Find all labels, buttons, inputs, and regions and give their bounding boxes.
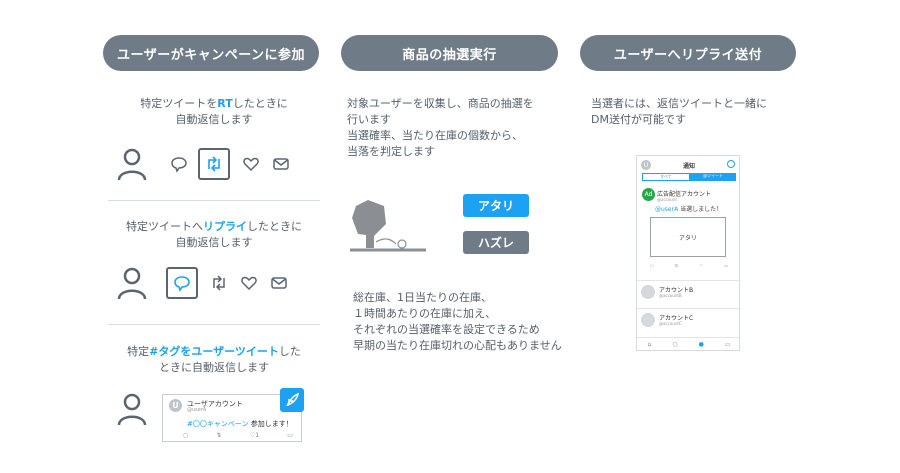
- win-badge: アタリ: [463, 194, 529, 217]
- campaign-title: ユーザーがキャンペーンに参加: [103, 35, 319, 71]
- phone-tabs: すべて @ツイート: [642, 173, 736, 181]
- tweet-text: #〇〇キャンペーン 参加します！: [187, 420, 293, 428]
- notification-icon[interactable]: ●: [698, 341, 704, 348]
- phone-bottom-nav: ⌂ ○ ● ▭: [637, 337, 741, 351]
- avatar: U: [169, 399, 182, 412]
- feather-quill-icon: [286, 392, 300, 407]
- mail-icon: [273, 158, 289, 170]
- retweet-icon: [213, 275, 225, 291]
- rt-icon-row: [116, 147, 290, 181]
- reply-button[interactable]: [166, 267, 198, 299]
- lottery-description: 対象ユーザーを収集し、商品の抽選を 行います 当選確率、当たり在庫の個数から、 …: [347, 97, 534, 158]
- reply-description: 特定ツイートへリプライしたときに 自動返信します: [126, 220, 302, 249]
- rt-description: 特定ツイートをRTしたときに 自動返信します: [140, 97, 288, 126]
- tweet-user-handle: @userA: [187, 407, 207, 413]
- retweet-icon: [208, 156, 220, 172]
- user-icon: [117, 267, 147, 300]
- tweet-actions: ○ ⇅ ♡1 ▭: [183, 432, 293, 439]
- user-icon: [117, 393, 147, 426]
- reply-icon: [171, 157, 187, 173]
- message-icon[interactable]: ▭: [724, 341, 731, 348]
- reply-icon[interactable]: ○: [650, 263, 654, 268]
- account-handle: @accountB: [659, 293, 682, 298]
- avatar: [641, 313, 655, 327]
- notice-account-name: 広告配信アカウント: [657, 191, 712, 198]
- account-name: アカウントC: [659, 315, 694, 322]
- tweet-card: U ユーザアカウント @userA #〇〇キャンペーン 参加します！ ○ ⇅ ♡…: [162, 394, 302, 442]
- avatar: U: [641, 160, 651, 170]
- ad-avatar: Ad: [642, 188, 655, 201]
- result-media: アタリ: [650, 217, 726, 257]
- heart-icon: [243, 157, 259, 172]
- notice-account-handle: @account: [657, 197, 677, 202]
- search-icon[interactable]: ○: [672, 341, 678, 348]
- reply-icon-row: [116, 266, 288, 300]
- heart-icon: [241, 276, 257, 291]
- share-icon[interactable]: ▭: [287, 432, 293, 439]
- reply-send-description: 当選者には、返信ツイートと一緒に DM送付が可能です: [591, 97, 767, 126]
- hashtag-description: 特定#タグをユーザーツイートした ときに自動返信します: [127, 345, 301, 374]
- notice-actions: ○ ⇅ ♡ ▭: [650, 263, 728, 268]
- like-icon[interactable]: ♡1: [249, 432, 260, 439]
- retweet-icon[interactable]: ⇅: [674, 263, 679, 268]
- share-icon[interactable]: ▭: [724, 263, 728, 268]
- divider: [108, 324, 320, 325]
- retweet-button[interactable]: [198, 148, 230, 180]
- phone-header-title: 通知: [682, 163, 695, 170]
- avatar: [641, 285, 655, 299]
- mention-text: @userA 当選しました！: [655, 206, 723, 213]
- reply-icon[interactable]: ○: [183, 432, 189, 439]
- user-icon: [117, 148, 147, 181]
- settings-icon[interactable]: [727, 160, 735, 168]
- phone-mockup: U 通知 すべて @ツイート Ad 広告配信アカウント @account @us…: [636, 155, 741, 351]
- account-handle: @accountC: [659, 321, 682, 326]
- tweet-user-name: ユーザアカウント: [187, 400, 243, 408]
- tab-all[interactable]: すべて: [642, 173, 690, 181]
- reply-send-title: ユーザーへリプライ送付: [580, 35, 796, 71]
- home-icon[interactable]: ⌂: [647, 341, 652, 348]
- lottery-machine-icon: [350, 200, 426, 252]
- reply-icon: [174, 276, 190, 292]
- divider: [108, 200, 320, 201]
- tab-mentions[interactable]: @ツイート: [690, 173, 736, 181]
- list-item[interactable]: アカウントC @accountC: [637, 308, 741, 334]
- lottery-title: 商品の抽選実行: [341, 35, 558, 71]
- like-icon[interactable]: ♡: [699, 263, 703, 268]
- list-item[interactable]: アカウントB @accountB: [637, 280, 741, 307]
- retweet-icon[interactable]: ⇅: [216, 432, 222, 439]
- mail-icon: [271, 277, 287, 289]
- stock-note: 総在庫、1日当たりの在庫、 １時間あたりの在庫に加え、 それぞれの当選確率を設定…: [353, 291, 562, 352]
- compose-tweet-button[interactable]: [280, 388, 304, 412]
- lose-badge: ハズレ: [463, 231, 529, 254]
- account-name: アカウントB: [659, 287, 694, 294]
